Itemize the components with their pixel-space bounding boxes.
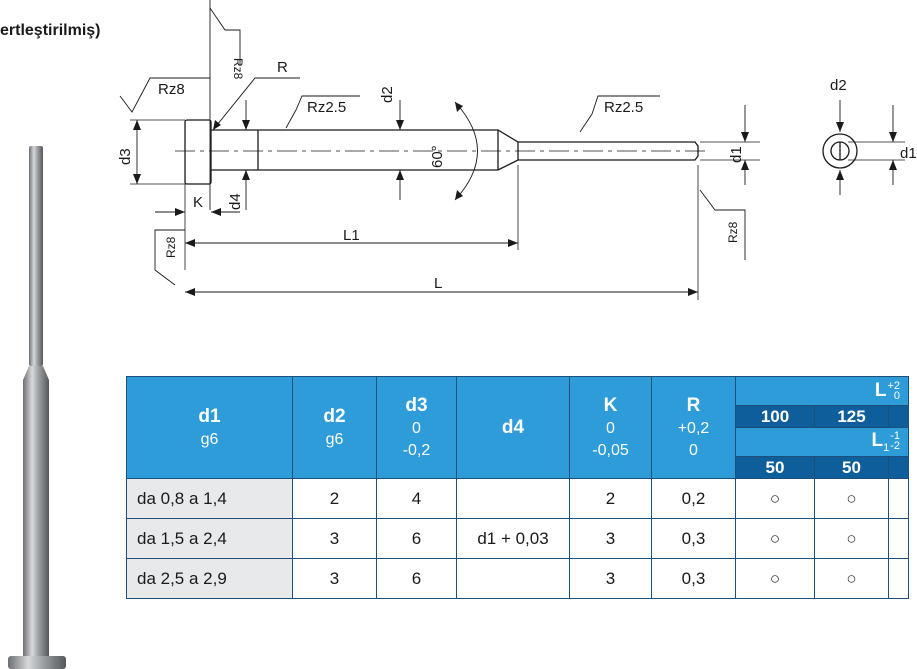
k-label: K (193, 194, 203, 211)
header-l-value-2: 125 (814, 405, 889, 428)
d3-label: d3 (117, 148, 134, 165)
pin-head-shape (184, 119, 212, 185)
pin-shank-shape (211, 129, 699, 171)
cell-d2: 2 (292, 478, 377, 519)
table-row: da 1,5 a 2,4 3 6 d1 + 0,03 3 0,3 ○ ○ (126, 518, 909, 559)
l-label: L (434, 275, 442, 292)
availability-circle-icon: ○ (735, 518, 815, 559)
cell-d1: da 1,5 a 2,4 (126, 518, 293, 559)
roughness-rz25-label-2: Rz2.5 (604, 99, 643, 116)
cell-empty (888, 558, 909, 599)
cell-d2: 3 (292, 558, 377, 599)
d2-label: d2 (379, 86, 396, 103)
header-d3: d3 0 -0,2 (376, 376, 457, 479)
cell-d1: da 2,5 a 2,9 (126, 558, 293, 599)
header-k: K 0 -0,05 (569, 376, 652, 479)
cell-k: 3 (569, 558, 652, 599)
cell-d2: 3 (292, 518, 377, 559)
cell-d3: 6 (376, 558, 457, 599)
technical-drawing: Rz8 Rz2.5 Rz2.5 R K L1 L d2 d1 d3 d2 d4 … (117, 0, 917, 300)
cell-empty (888, 478, 909, 519)
d1-label: d1 (728, 146, 745, 163)
end-view-d2-label: d2 (830, 77, 847, 94)
header-d4: d4 (456, 376, 570, 479)
availability-circle-icon: ○ (814, 518, 889, 559)
header-r: R +0,2 0 (651, 376, 736, 479)
cell-empty (888, 518, 909, 559)
cell-k: 2 (569, 478, 652, 519)
availability-circle-icon: ○ (735, 478, 815, 519)
cell-d3: 4 (376, 478, 457, 519)
l1-label: L1 (343, 227, 360, 244)
header-l1-value-2: 50 (814, 456, 889, 479)
end-view-d1-label: d1 (900, 145, 917, 162)
table-row: da 0,8 a 1,4 2 4 2 0,2 ○ ○ (126, 478, 909, 519)
roughness-rz8-rotated-left: Rz8 (164, 236, 178, 258)
availability-circle-icon: ○ (814, 478, 889, 519)
cell-k: 3 (569, 518, 652, 559)
header-l-value-1: 100 (735, 405, 815, 428)
angle-label: 60° (429, 145, 446, 168)
page-title: ertleştirilmiş) (0, 22, 101, 39)
header-l1-value-3 (888, 456, 909, 479)
cell-d4 (456, 478, 570, 519)
availability-circle-icon: ○ (814, 558, 889, 599)
table-row: da 2,5 a 2,9 3 6 3 0,3 ○ ○ (126, 558, 909, 599)
cell-r: 0,2 (651, 478, 736, 519)
cell-d3: 6 (376, 518, 457, 559)
r-label: R (277, 59, 288, 76)
roughness-rz25-label: Rz2.5 (307, 99, 346, 116)
header-d1: d1 g6 (126, 376, 293, 479)
roughness-rz8-rotated-top: Rz8 (231, 58, 245, 80)
cell-r: 0,3 (651, 558, 736, 599)
cell-d1: da 0,8 a 1,4 (126, 478, 293, 519)
cell-d4 (456, 558, 570, 599)
header-l1-value-1: 50 (735, 456, 815, 479)
roughness-rz8-label: Rz8 (158, 81, 185, 98)
ejector-pin-photo (8, 146, 66, 669)
header-l1: L1-1-2 (735, 427, 909, 457)
roughness-rz8-rotated-right: Rz8 (726, 221, 740, 243)
d4-label: d4 (227, 193, 244, 210)
header-d2: d2 g6 (292, 376, 377, 479)
cell-r: 0,3 (651, 518, 736, 559)
header-l-value-3 (888, 405, 909, 428)
availability-circle-icon: ○ (735, 558, 815, 599)
spec-table: d1 g6 d2 g6 d3 0 -0,2 d4 K 0 -0,05 R +0,… (126, 376, 909, 599)
cell-d4: d1 + 0,03 (456, 518, 570, 559)
